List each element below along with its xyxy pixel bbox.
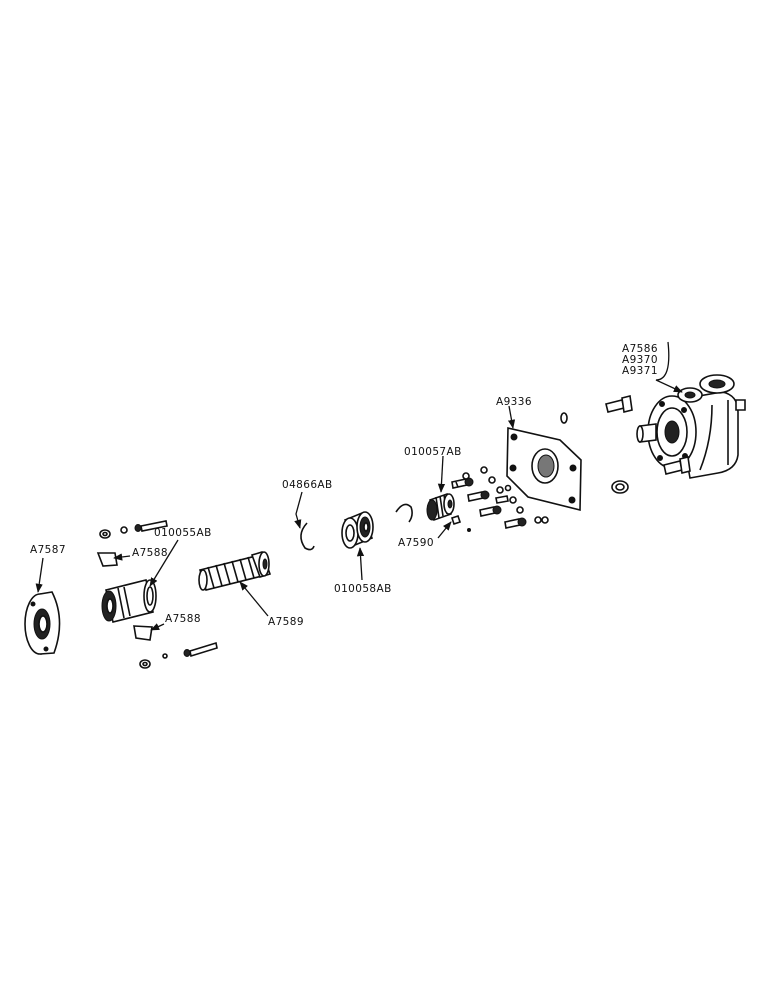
label-shaft: A7589 bbox=[268, 616, 304, 628]
upper-lock-drawing bbox=[96, 520, 168, 567]
flange-drawing bbox=[24, 591, 61, 655]
leader-key bbox=[437, 521, 452, 539]
leader-gear bbox=[437, 455, 446, 493]
label-pump-2: A9370 bbox=[622, 354, 658, 366]
label-pump-1: A7586 bbox=[622, 343, 658, 355]
label-lock-upper: A7588 bbox=[132, 547, 168, 559]
leader-flange bbox=[35, 557, 44, 593]
leader-lock-lower bbox=[150, 623, 165, 631]
snap-ring-drawing bbox=[300, 522, 315, 551]
label-hub: 010055AB bbox=[154, 527, 212, 539]
lower-lock-drawing bbox=[133, 625, 218, 669]
label-gear: 010057AB bbox=[404, 446, 462, 458]
leader-lock-upper bbox=[113, 553, 131, 561]
label-key: A7590 bbox=[398, 537, 434, 549]
label-sleeve: 010058AB bbox=[334, 583, 392, 595]
label-pump-3: A9371 bbox=[622, 365, 658, 377]
leader-sleeve bbox=[356, 547, 365, 581]
label-flange: A7587 bbox=[30, 544, 66, 556]
leader-shaft bbox=[239, 581, 269, 617]
leader-plate bbox=[507, 405, 516, 429]
gasket-plate-drawing bbox=[506, 426, 582, 512]
label-gasket-plate: A9336 bbox=[496, 396, 532, 408]
leader-pump bbox=[655, 341, 683, 393]
gear-drawing bbox=[426, 492, 471, 532]
pump-assembly-drawing bbox=[560, 374, 746, 494]
label-lock-lower: A7588 bbox=[165, 613, 201, 625]
adapter-hub-drawing bbox=[101, 579, 157, 623]
leader-snap-ring bbox=[294, 491, 303, 529]
leader-hub bbox=[149, 539, 179, 587]
bolt-cluster-drawing bbox=[451, 466, 549, 529]
splined-shaft-drawing bbox=[198, 551, 272, 591]
label-snap-ring: 04866AB bbox=[282, 479, 333, 491]
coupling-sleeve-drawing bbox=[341, 511, 374, 549]
snap-ring-right-drawing bbox=[395, 503, 413, 523]
